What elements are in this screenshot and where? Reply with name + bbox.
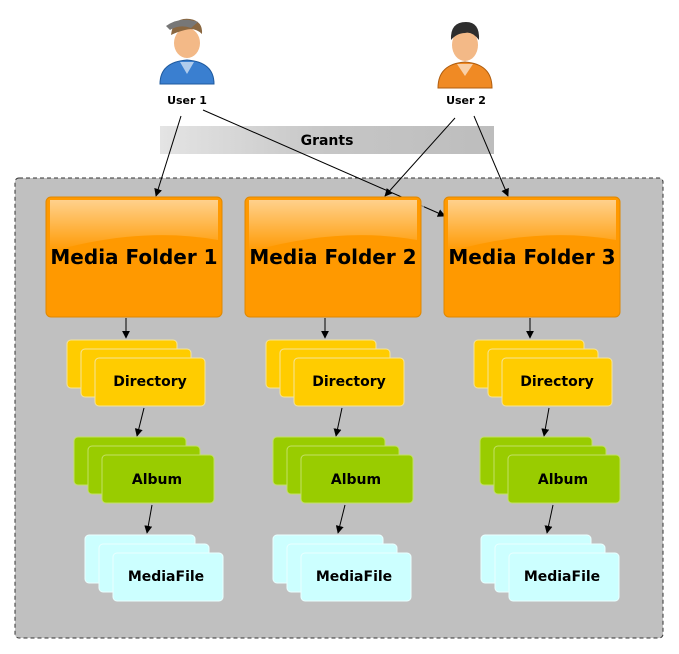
media-folder-title: Media Folder 1: [50, 245, 217, 269]
grants-label: Grants: [301, 133, 354, 149]
grant-arrow-user1-folder1: [154, 115, 182, 197]
album-stack: [272, 436, 414, 504]
mediafile-stack: [84, 534, 224, 602]
arrow-album-mediafile: [335, 504, 346, 534]
media-folder-box: [443, 196, 623, 320]
media-folder-title: Media Folder 3: [448, 245, 615, 269]
grant-arrow-user2-folder3: [473, 115, 509, 197]
folder-column-1: Media Folder 1 Directory Album MediaFile: [45, 196, 225, 602]
user-2: User 2: [437, 22, 493, 107]
arrow-album-mediafile: [144, 504, 153, 534]
arrow-directory-album: [541, 407, 550, 437]
grant-arrow-user2-folder2: [384, 117, 456, 197]
grants-bar: [160, 126, 494, 154]
arrow-directory-album: [333, 407, 343, 437]
media-folder-box: [244, 196, 424, 320]
mediafile-stack: [272, 534, 412, 602]
directory-label: Directory: [113, 374, 186, 390]
directory-stack: [473, 339, 613, 407]
album-label: Album: [132, 472, 182, 488]
album-stack: [479, 436, 621, 504]
user-1: User 1: [159, 18, 215, 107]
user-avatar-orange-icon: [437, 22, 493, 89]
album-label: Album: [538, 472, 588, 488]
mediafile-label: MediaFile: [524, 569, 600, 585]
media-folder-box: [45, 196, 225, 320]
arrow-directory-album: [134, 407, 145, 437]
album-stack: [73, 436, 215, 504]
directory-stack: [265, 339, 405, 407]
folder-column-3: Media Folder 3 Directory Album MediaFile: [443, 196, 623, 602]
media-folder-title: Media Folder 2: [249, 245, 416, 269]
album-label: Album: [331, 472, 381, 488]
directory-label: Directory: [520, 374, 593, 390]
arrow-album-mediafile: [544, 504, 554, 534]
directory-stack: [66, 339, 206, 407]
mediafile-label: MediaFile: [316, 569, 392, 585]
folder-column-2: Media Folder 2 Directory Album MediaFile: [244, 196, 424, 602]
directory-label: Directory: [312, 374, 385, 390]
user-2-label: User 2: [446, 94, 486, 107]
mediafile-label: MediaFile: [128, 569, 204, 585]
user-avatar-blue-icon: [159, 18, 215, 85]
mediafile-stack: [480, 534, 620, 602]
user-1-label: User 1: [167, 94, 207, 107]
